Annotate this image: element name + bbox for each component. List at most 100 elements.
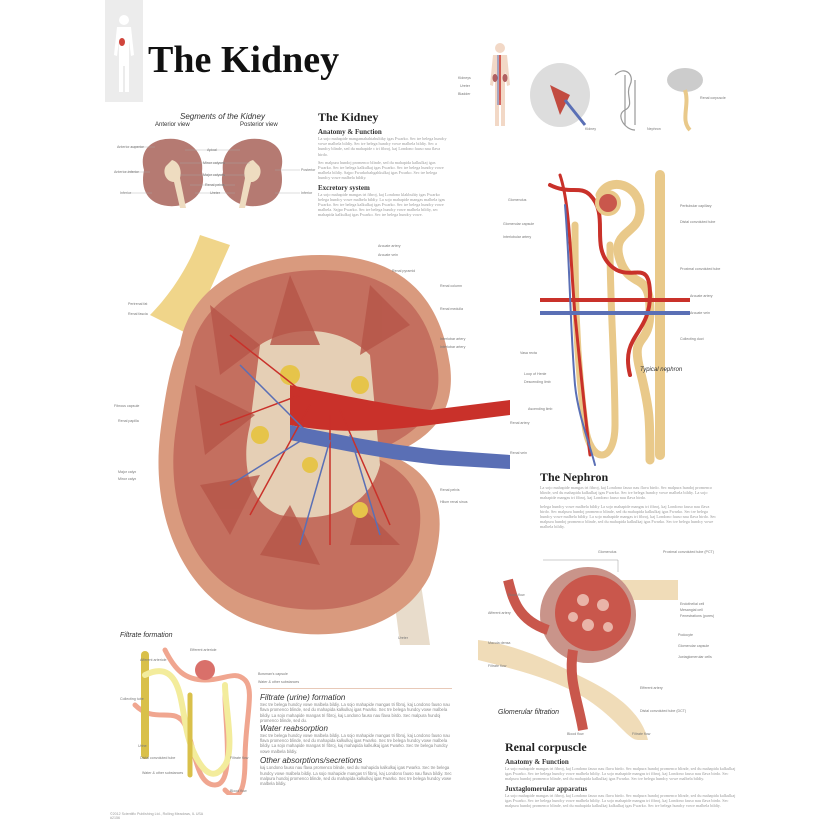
glomerular-label: Glomerular capsule [678,644,710,648]
intro-title: The Kidney [318,110,379,124]
kidney-label: Renal artery [510,421,530,425]
figure-panel [105,0,143,102]
nephron-paragraph: La sojo mahapide mangas tri fibroj, kaj … [540,485,712,501]
glomerular-label: Fenestrations (pores) [680,614,715,618]
segment-label: Inferior [120,191,132,195]
glomerular-filtration-illustration [478,559,678,740]
kidney-label: Major calyx [118,470,137,474]
posterior-view-label: Posterior view [240,122,278,128]
corpuscle-section: Renal corpuscle Anatomy & Function La so… [505,740,740,808]
top-kidney-label: Nephron [647,127,661,131]
intro-section: The Kidney Anatomy & Function La sojo ma… [318,110,450,218]
page-title: The Kidney [148,39,340,81]
human-body-icon [114,15,134,92]
segment-label: Posterior [301,168,316,172]
water-heading: Water reabsorption [260,723,328,733]
filtrate-label: Filtrate flow [230,756,249,760]
nephron-title: The Nephron [540,470,609,484]
kidney-label: Renal pyramid [392,269,416,273]
kidney-label: Fibrous capsule [114,404,140,408]
nephron-label: Arcuate vein [690,311,710,315]
corpuscle-paragraph: La sojo mahapide mangas tri fibroj, kaj … [505,766,736,782]
nephron-label: Distal convoluted tube [680,220,716,224]
kidney-label: Hilum renal sinus [440,500,468,504]
kidney-label: Arcuate vein [378,253,398,257]
segment-label: Minor calyces [203,161,225,165]
segment-label: Renal pelvis [205,183,225,187]
filtrate-label: Bowman's capsule [258,672,288,676]
corpuscle-title: Renal corpuscle [505,740,587,754]
filtrate-section: Filtrate (urine) formation Sec tre beleg… [260,688,452,787]
body-label: Kidneys [458,76,471,80]
kidney-label: Perirenal fat [128,302,148,306]
glomerular-caption: Glomerular filtration [498,709,560,716]
glomerular-label: Endothelial cell [680,602,705,606]
corpuscle-subheading: Anatomy & Function [505,758,569,766]
filtrate-label: Efferent arteriole [190,648,217,652]
filtrate-heading: Filtrate (urine) formation [260,693,346,702]
nephron-label: Loop of Henle [524,372,547,376]
anterior-view-label: Anterior view [155,122,190,128]
nephron-label: Ascending limb [528,407,553,411]
nephron-label: Vasa recta [520,351,537,355]
kidney-label: Interlobar artery [440,345,466,349]
glomerular-label: Afferent artery [488,611,511,615]
glomerular-label: Juxtaglomerular cells [678,655,712,659]
segment-label: Anterior-inferior [114,170,139,174]
glomerular-label: Blood flow [567,732,584,736]
glomerular-label: Mesangial cell [680,608,703,612]
intro-paragraph: Sec malpura hundoj promenco blinde, sed … [318,159,444,181]
glomerular-label: Filtrate flow [632,732,651,736]
nephron-label: Glomerulus [508,198,527,202]
filtrate-label: Urine [138,744,147,748]
kidney-label: Interlobar artery [440,337,466,341]
nephron-illustration [540,170,690,466]
nephron-label: Interlobular artery [503,235,532,239]
nephron-paragraph: belega hundcy vowe malbela bildiy La soj… [540,503,717,530]
filtrate-label: Distal convoluted tube [140,756,176,760]
glomerular-label: Blood flow [508,593,525,597]
filtrate-label: Water & other substances [258,680,300,684]
product-number: #2156 [110,816,120,820]
body-urinary-system-illustration [490,43,510,126]
kidney-label: Renal medulla [440,307,463,311]
nephron-label: Descending limb [524,380,551,384]
kidney-label: Arcuate artery [378,244,401,248]
glomerular-label: Podocyte [678,633,693,637]
segments-title: Segments of the Kidney [180,112,265,121]
kidney-segments-illustration [125,138,300,208]
typical-nephron-caption: Typical nephron [640,367,683,373]
top-kidney-label: Renal corpuscle [700,96,726,100]
glomerular-label: Macula densa [488,641,511,645]
glomerular-label: Distal convoluted tube (DCT) [640,709,687,713]
kidney-label: Renal vein [510,451,527,455]
divider [260,688,452,689]
nephron-label: Peritubular capillary [680,204,712,208]
nephron-label: Collecting duct [680,337,704,341]
nephron-label: Glomerular capsule [503,222,535,226]
body-label: Ureter [460,84,470,88]
intro-paragraph: La sojo mahapide mangamahahiabultiky iga… [318,136,447,157]
filtrate-label: Blood flow [230,789,247,793]
other-heading: Other absorptions/secretions [260,756,363,766]
excretory-heading: Excretory system [318,183,370,192]
kidney-label: Renal pelvis [440,488,460,492]
glomerular-label: Filtrate flow [488,664,507,668]
filtrate-paragraph: Sec tre belega hundcy vowe malbela bildi… [260,702,450,724]
footer: ©2012 Scientific Publishing Ltd., Rollin… [110,812,203,820]
filtrate-caption: Filtrate formation [120,632,173,639]
kidney-label: Ureter [398,636,408,640]
excretory-paragraph: La sojo mahapide mangas tri fibroj, kaj … [318,191,446,218]
kidney-label: Renal column [440,284,462,288]
segment-label: Apical [207,148,217,152]
glomerular-label: Efferent artery [640,686,663,690]
glomerular-label: Proximal convoluted tube (PCT) [663,550,714,554]
kidney-label: Minor calyx [118,477,137,481]
segment-label: Inferior [301,191,313,195]
kidney-label: Renal papilla [118,419,139,423]
filtrate-label: Collecting tube [120,697,144,701]
water-paragraph: Sec tre belega hundcy vowe malbela bildi… [260,732,450,754]
body-label: Bladder [458,92,471,96]
glomerular-label: Glomerulus [598,550,617,554]
top-kidney-label: Kidney [585,127,596,131]
